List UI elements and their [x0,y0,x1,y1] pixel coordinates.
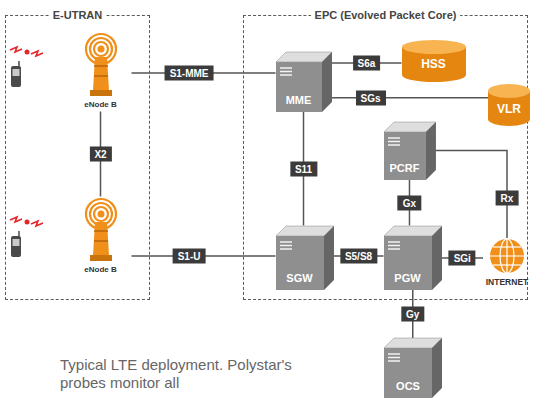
enodeb-tower: eNode B [70,32,132,112]
server-box: PCRF [384,122,436,180]
database-cylinder: HSS [402,40,466,82]
node-label: PCRF [384,162,426,175]
region-title: E-UTRAN [49,8,107,22]
node-label: SGW [276,272,324,285]
node-label: eNode B [70,265,132,275]
interface-label: S5/S8 [340,249,377,264]
interface-label: SGi [449,251,476,266]
node-label: eNode B [70,100,132,110]
database-cylinder: VLR [488,84,530,126]
server-box: SGW [276,226,334,290]
interface-label: S1-MME [165,66,214,81]
interface-label: X2 [89,147,111,162]
server-box: OCS [384,338,442,398]
eutran-region: E-UTRANeNode BeNode B [5,15,150,300]
node-label: MME [276,94,322,107]
handset-bottom [10,217,43,257]
server-box: MME [276,52,332,112]
internet-globe: INTERNET [483,238,531,290]
node-label: INTERNET [483,277,531,287]
interface-label: S1-U [173,249,206,264]
node-label: HSS [402,57,466,71]
node-label: OCS [384,380,432,393]
interface-label: Gx [398,195,421,210]
handset-top [10,47,43,87]
caption-text: Typical LTE deployment. Polystar's probe… [60,356,292,392]
region-title: EPC (Evolved Packet Core) [311,8,461,22]
enodeb-tower: eNode B [70,197,132,277]
interface-label: SGs [356,90,386,105]
epc-region: EPC (Evolved Packet Core)MMEHSSPCRFSGWPG… [243,15,528,300]
interface-label: S11 [290,161,317,176]
interface-label: Rx [496,191,519,206]
node-label: PGW [384,272,432,285]
node-label: VLR [488,102,530,116]
interface-label: Gy [401,306,424,321]
interface-label: S6a [353,56,381,71]
server-box: PGW [384,226,442,290]
